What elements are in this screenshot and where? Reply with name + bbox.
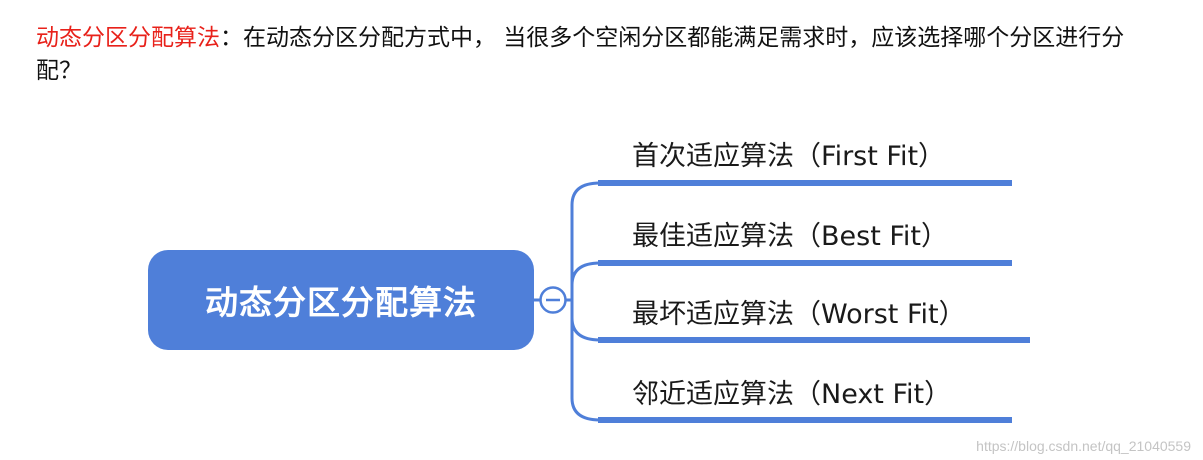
- branch-next-fit[interactable]: 邻近适应算法（Next Fit）: [632, 379, 952, 410]
- connector-3: [570, 317, 601, 342]
- connector-2: [570, 261, 601, 286]
- collapse-toggle[interactable]: [539, 286, 567, 314]
- trunk-line: [570, 181, 601, 422]
- watermark: https://blog.csdn.net/qq_21040559: [976, 438, 1191, 454]
- intro-rest: ：在动态分区分配方式中， 当很多个空闲分区都能满足需求时，应该选择哪个分区进行分…: [36, 25, 1125, 84]
- intro-text: 动态分区分配算法：在动态分区分配方式中， 当很多个空闲分区都能满足需求时，应该选…: [36, 22, 1166, 88]
- branch-first-fit[interactable]: 首次适应算法（First Fit）: [632, 141, 946, 172]
- branch-worst-fit[interactable]: 最坏适应算法（Worst Fit）: [632, 299, 966, 330]
- branch-best-fit[interactable]: 最佳适应算法（Best Fit）: [632, 221, 949, 252]
- intro-term: 动态分区分配算法: [36, 25, 220, 51]
- root-node[interactable]: 动态分区分配算法: [148, 250, 534, 350]
